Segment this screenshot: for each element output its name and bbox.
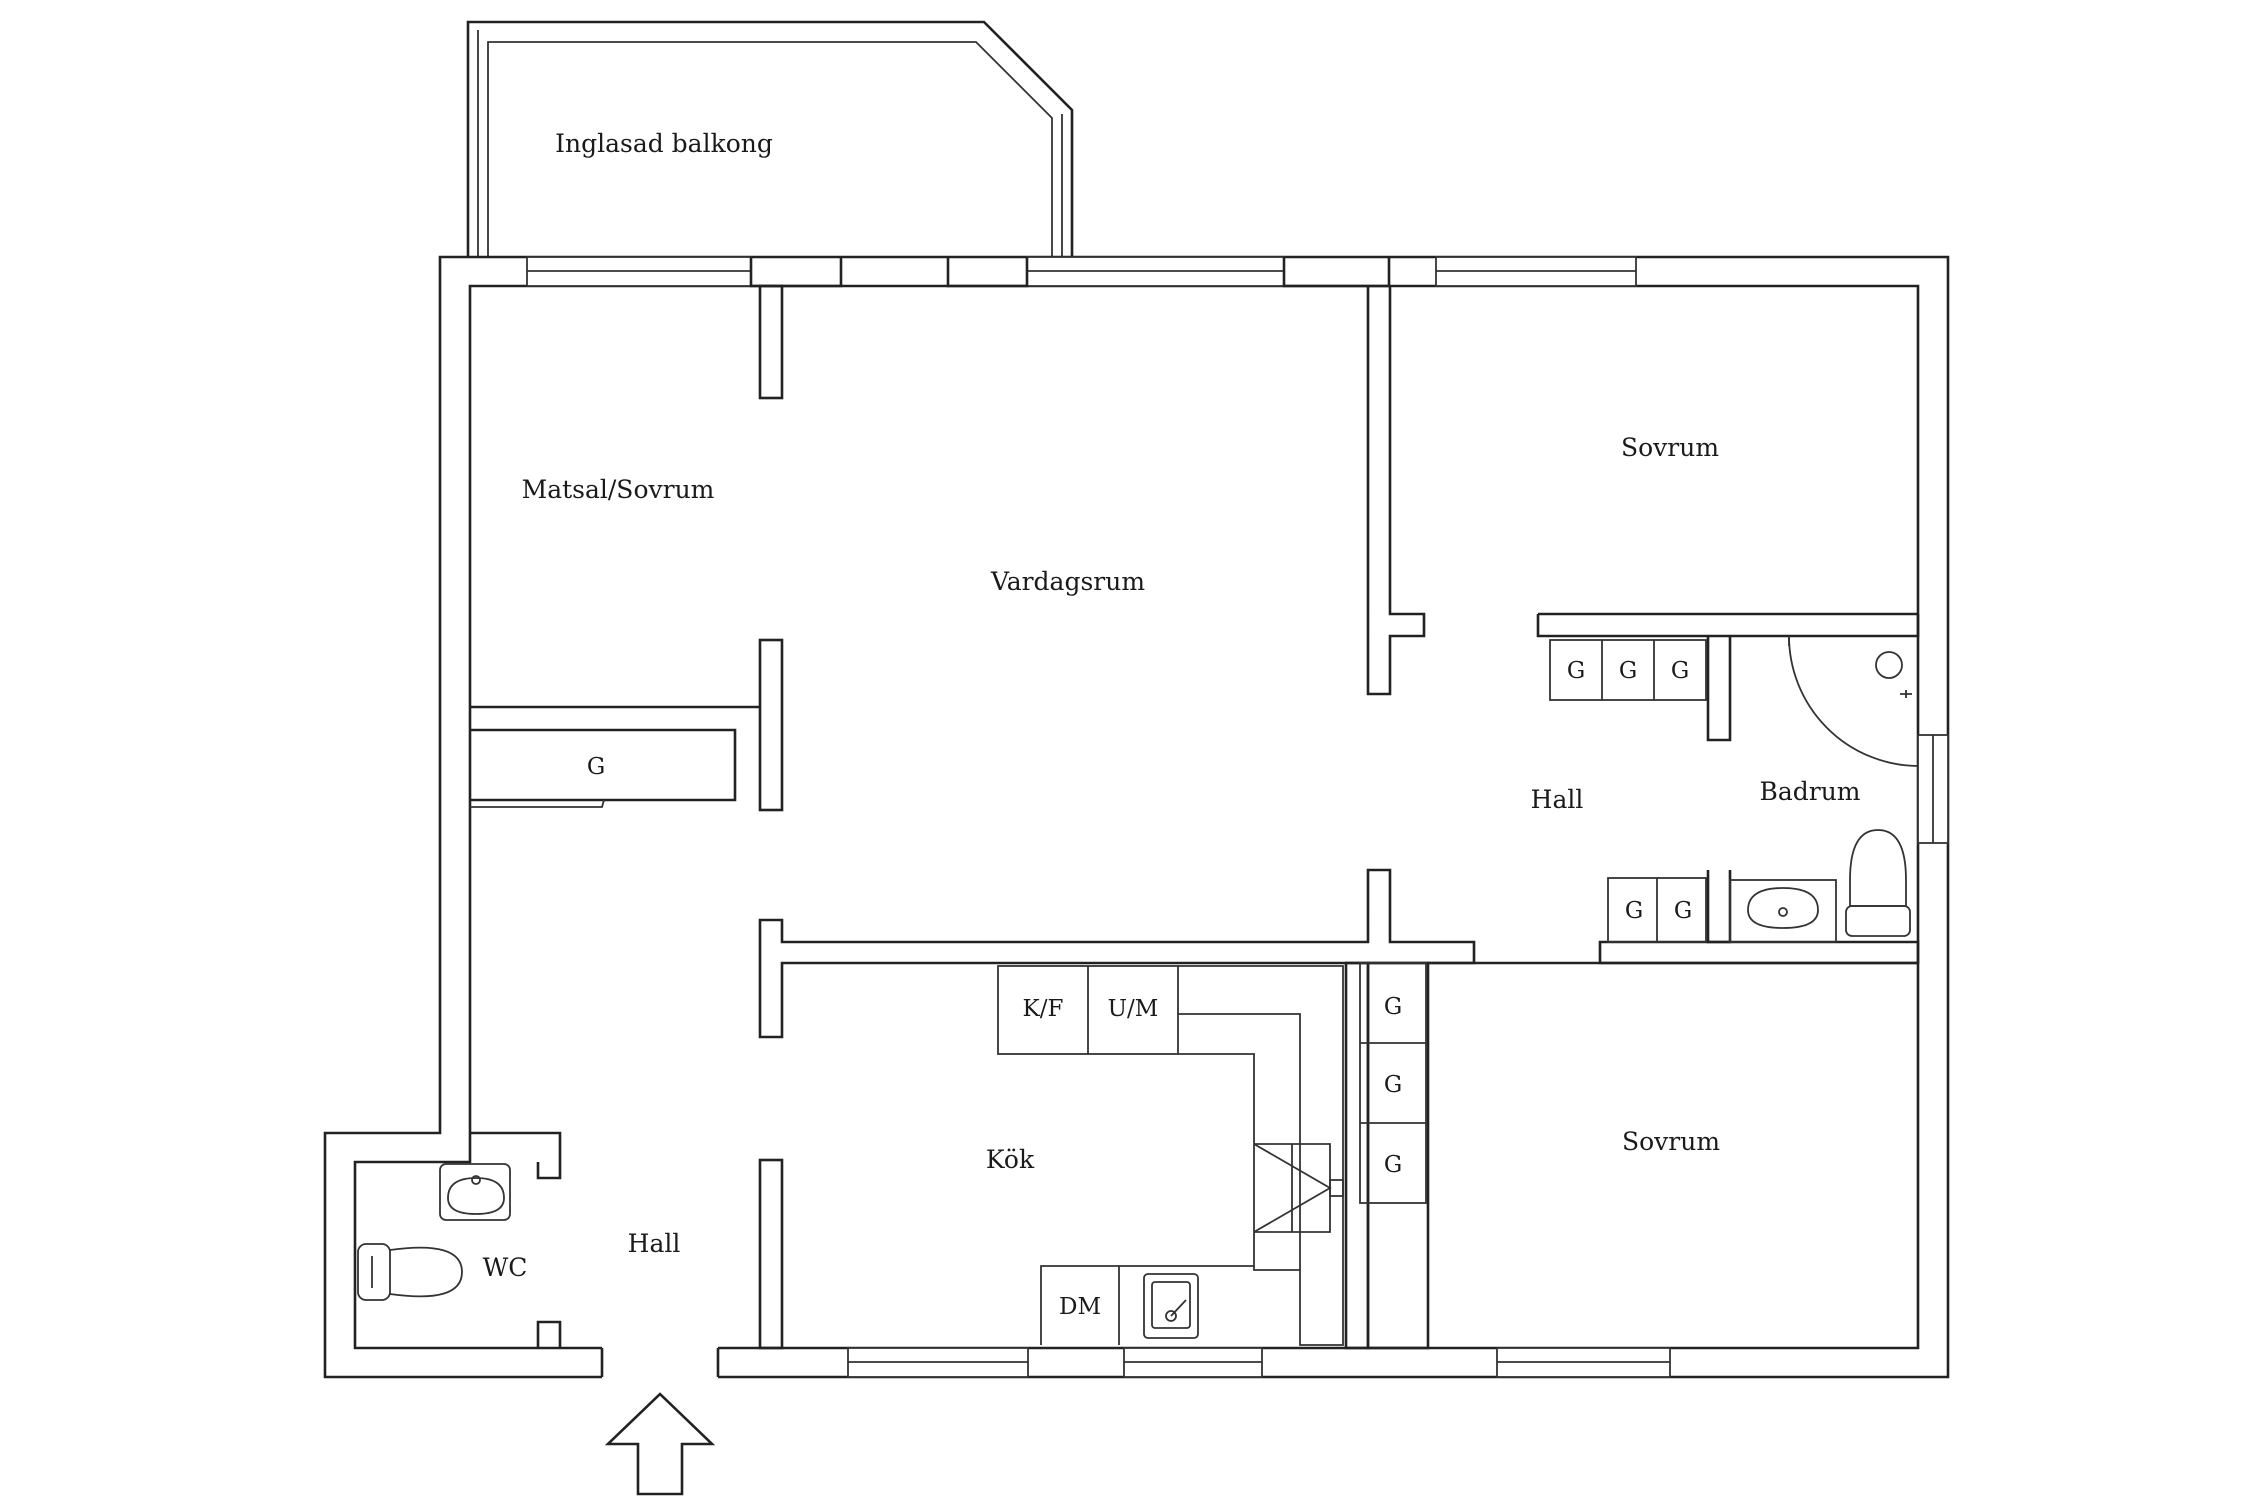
wardrobe-label: G [1671,658,1689,684]
wc-fixtures [357,1163,511,1301]
windows [526,256,1949,1378]
wardrobe-label: G [1674,898,1692,924]
wardrobe-label: G [1384,1072,1402,1098]
fridge-freezer-label: K/F [1023,996,1064,1022]
bathroom-fixtures [1729,635,1919,943]
dishwasher-label: DM [1059,1294,1101,1320]
kitchen-fixtures [997,965,1344,1346]
room-label-kitchen: Kök [986,1145,1035,1174]
wardrobe-label: G [1619,658,1637,684]
room-label-wc: WC [483,1253,528,1282]
balcony [466,20,1074,258]
wardrobe-label: G [1567,658,1585,684]
wardrobes [1359,639,1707,1204]
wardrobe-label: G [1625,898,1643,924]
room-label-dining: Matsal/Sovrum [522,475,715,504]
wardrobe-label: G [1384,1152,1402,1178]
exterior-walls [323,255,1950,1379]
room-label-hall-right: Hall [1531,785,1584,814]
interior-walls [470,257,1920,1350]
room-label-bedroom-top: Sovrum [1621,433,1719,462]
entrance-arrow-icon [604,1392,716,1496]
oven-microwave-label: U/M [1108,996,1159,1022]
wardrobe-label: G [587,754,605,780]
room-label-bedroom-bottom: Sovrum [1622,1127,1720,1156]
room-label-hall-left: Hall [628,1229,681,1258]
wardrobe-label: G [1384,994,1402,1020]
room-label-bathroom: Badrum [1759,777,1860,806]
room-label-balcony: Inglasad balkong [555,129,773,158]
room-label-living: Vardagsrum [990,567,1145,596]
